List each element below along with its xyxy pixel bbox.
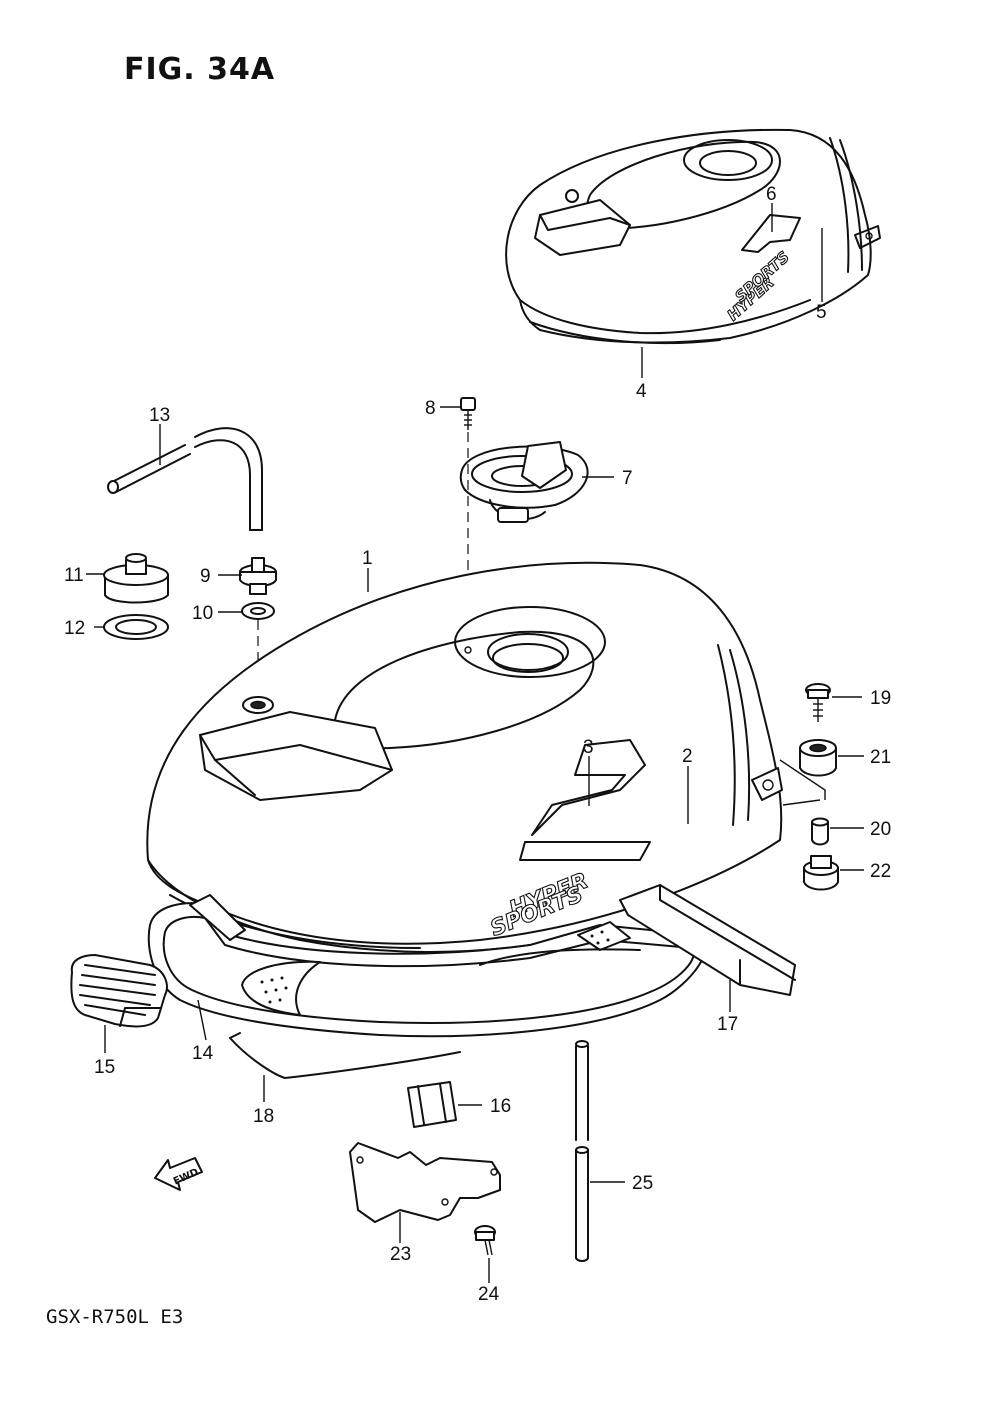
callout-8: 8	[425, 398, 436, 419]
breather-hose-part-13	[107, 427, 263, 531]
callout-22: 22	[870, 861, 891, 882]
callout-19: 19	[870, 688, 891, 709]
callout-16: 16	[490, 1096, 511, 1117]
callout-15: 15	[94, 1057, 115, 1078]
hose-part-25	[575, 1040, 589, 1262]
collar-part-21	[799, 739, 837, 777]
bracket-part-23	[349, 1142, 501, 1223]
gasket-part-12	[103, 614, 169, 640]
callout-6: 6	[766, 184, 777, 205]
fitting-part-9	[239, 557, 277, 595]
callout-11: 11	[64, 565, 84, 586]
fwd-direction-arrow: FWD	[154, 1157, 203, 1191]
bolt-part-19	[805, 683, 831, 722]
bolt-part-8	[460, 397, 476, 430]
callout-5: 5	[816, 302, 827, 323]
leader-lines	[86, 203, 864, 1283]
figure-title: FIG. 34A	[124, 52, 276, 87]
callout-12: 12	[64, 618, 85, 639]
callout-7: 7	[622, 468, 633, 489]
cushion-strip-part-17	[619, 884, 796, 996]
drain-plug-part-11	[103, 553, 169, 604]
leader-hardware-group	[779, 759, 826, 800]
cushion-part-22	[803, 855, 839, 891]
washer-part-10	[241, 602, 275, 620]
callout-4: 4	[636, 381, 647, 402]
leader-hardware-spacer	[782, 799, 821, 806]
tank-pad-part-14	[147, 894, 708, 1038]
callout-10: 10	[192, 603, 213, 624]
model-code: GSX-R750L E3	[46, 1306, 184, 1328]
callout-18: 18	[253, 1106, 274, 1127]
fuel-filler-cap-part-7	[459, 441, 589, 523]
callout-labels: 1 2 3 4 5 6 7 8 9 10 11 12 13 14 15 16 1…	[64, 184, 891, 1305]
texture-dots-right	[590, 930, 610, 945]
callout-24: 24	[478, 1284, 500, 1305]
callout-25: 25	[632, 1173, 653, 1194]
callout-1: 1	[362, 548, 373, 569]
callout-14: 14	[192, 1043, 214, 1064]
callout-17: 17	[717, 1014, 738, 1035]
tank-cover-small: HYPER SPORTS	[505, 128, 881, 345]
texture-dots-left	[260, 976, 288, 1004]
callout-2: 2	[682, 746, 693, 767]
screw-part-24	[474, 1225, 496, 1256]
callout-9: 9	[200, 566, 211, 587]
callout-21: 21	[870, 747, 891, 768]
cushion-block-part-16	[407, 1081, 457, 1128]
knee-pad-part-15	[70, 954, 168, 1028]
spacer-part-20	[811, 817, 829, 846]
callout-23: 23	[390, 1244, 411, 1265]
callout-3: 3	[583, 737, 594, 758]
callout-20: 20	[870, 819, 891, 840]
callout-13: 13	[149, 405, 170, 426]
lower-cushion-part-18	[229, 1032, 461, 1079]
